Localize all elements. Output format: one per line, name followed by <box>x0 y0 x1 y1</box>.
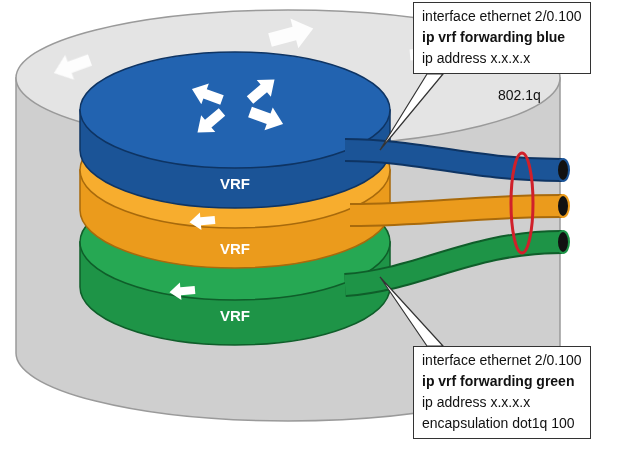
config-line: interface ethernet 2/0.100 <box>422 350 582 371</box>
config-line: ip address x.x.x.x <box>422 48 582 69</box>
vrf-disk-blue <box>80 52 562 208</box>
config-line: ip address x.x.x.x <box>422 392 582 413</box>
config-line: encapsulation dot1q 100 <box>422 413 582 434</box>
config-callout: interface ethernet 2/0.100ip vrf forward… <box>413 2 591 74</box>
config-line: ip vrf forwarding blue <box>422 27 582 48</box>
config-line: interface ethernet 2/0.100 <box>422 6 582 27</box>
vrf-label: VRF <box>220 175 250 193</box>
vrf-disk: VRF <box>80 184 390 349</box>
config-callout: interface ethernet 2/0.100ip vrf forward… <box>413 346 591 439</box>
callout-leader <box>380 74 443 150</box>
vrf-label: VRF <box>220 307 250 325</box>
vrf-disk: VRF <box>80 52 390 212</box>
trunk-ring <box>511 153 533 253</box>
vrf-label: VRF <box>220 240 250 258</box>
trunk-label: 802.1q <box>498 86 541 104</box>
cable-ends <box>557 159 569 253</box>
callout-leader <box>380 277 443 346</box>
config-line: ip vrf forwarding green <box>422 371 582 392</box>
